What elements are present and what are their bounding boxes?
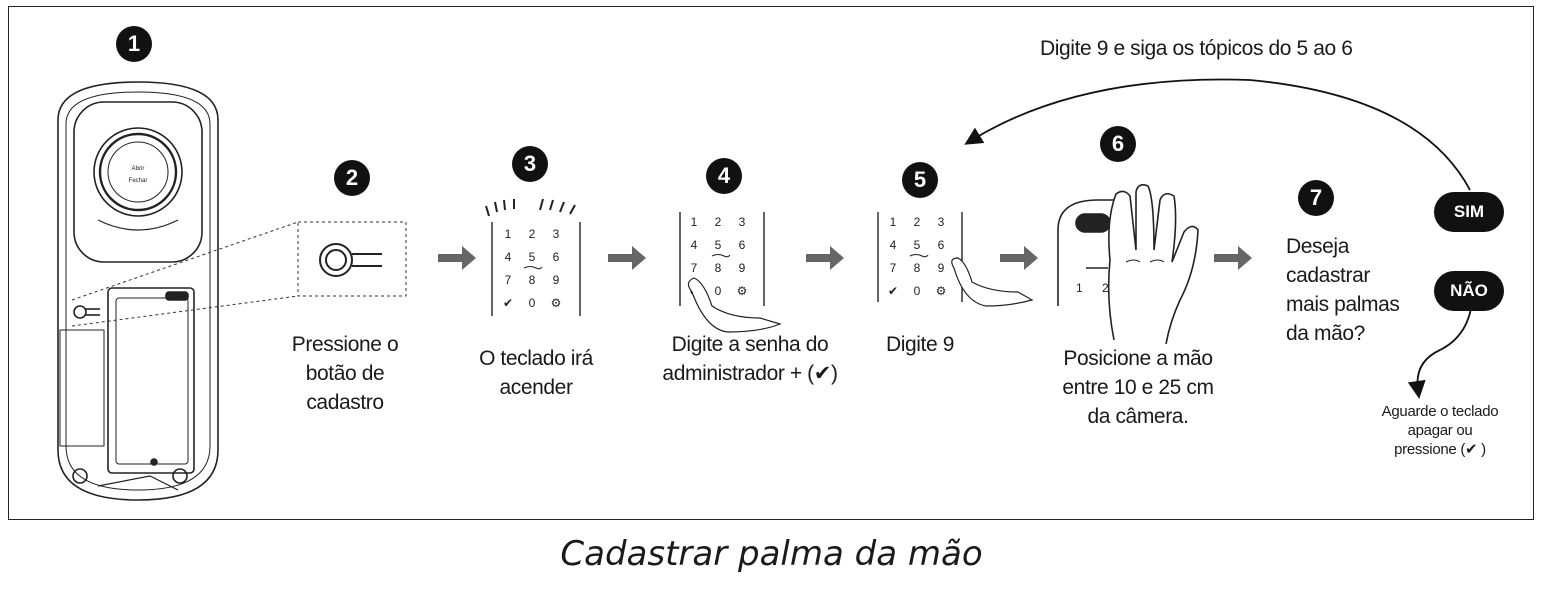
no-outcome-line-3: pressione (✔ ): [1394, 441, 1486, 458]
step-6-badge: 6: [1100, 126, 1136, 162]
no-outcome-text: Aguarde o teclado apagar ou pressione (✔…: [1370, 402, 1510, 459]
step-7-badge: 7: [1298, 180, 1334, 216]
step-7-line-1: Deseja: [1286, 235, 1349, 258]
palm-scan-illustration: [1057, 184, 1199, 345]
keypad-key: 2: [529, 227, 536, 241]
finger-pointer-icons: [523, 253, 929, 270]
yes-pill: SIM: [1434, 192, 1504, 232]
keypad-key: ⚙: [936, 284, 947, 298]
keypad-key: 8: [529, 273, 536, 287]
step-5-caption: Digite 9: [860, 330, 980, 359]
keypad-key: 5: [914, 238, 921, 252]
keypad-step-3: 1 2 3 4 5 6 7 8 9 ✔ 0 ⚙: [503, 227, 561, 310]
keypad-key: 3: [739, 215, 746, 229]
step-3-line-2: acender: [499, 376, 573, 399]
step-2-line-1: Pressione o: [291, 333, 399, 356]
decision-arrows: [964, 78, 1473, 399]
keypad-key: 5: [715, 238, 722, 252]
step-7-line-3: mais palmas: [1286, 293, 1400, 316]
lock-knob-label-close: Fechar: [129, 178, 148, 184]
keypad-key: 1: [691, 215, 698, 229]
step-2-line-2: botão de: [305, 362, 385, 385]
no-outcome-line-2: apagar ou: [1407, 422, 1473, 439]
keypad-glow-rays: [485, 198, 576, 217]
step-7-line-4: da mão?: [1286, 322, 1365, 345]
step-6-line-2: entre 10 e 25 cm: [1062, 376, 1214, 399]
step-6-line-3: da câmera.: [1087, 405, 1189, 428]
keypad-key: 7: [890, 261, 897, 275]
step-2-badge: 2: [334, 160, 370, 196]
keypad-key: 8: [914, 261, 921, 275]
diagram-title: Cadastrar palma da mão: [560, 534, 983, 574]
no-pill: NÃO: [1434, 271, 1504, 311]
keypad-key: ✔: [888, 284, 898, 298]
step-5-line-1: Digite 9: [885, 333, 954, 356]
keypad-key: 0: [529, 296, 536, 310]
step-6-caption: Posicione a mão entre 10 e 25 cm da câme…: [1040, 344, 1236, 431]
step-4-badge: 4: [706, 158, 742, 194]
keypad-key: 2: [715, 215, 722, 229]
keypad-key: 8: [715, 261, 722, 275]
keypad-key: 9: [553, 273, 560, 287]
keypad-key: ⚙: [551, 296, 562, 310]
keypad-key: 0: [914, 284, 921, 298]
diagram-frame: [8, 6, 1534, 520]
palm-device-key-1: 1: [1076, 281, 1083, 295]
keypad-key: 3: [938, 215, 945, 229]
registration-button-icon: [319, 243, 382, 277]
keypad-key: ⚙: [737, 284, 748, 298]
finger-press-illustrations: [687, 257, 1034, 333]
no-outcome-line-1: Aguarde o teclado: [1381, 403, 1499, 420]
keypad-key: 4: [890, 238, 897, 252]
keypad-key: ✔: [503, 296, 513, 310]
step-3-line-1: O teclado irá: [479, 347, 593, 370]
step-4-caption: Digite a senha do administrador + (✔): [640, 330, 860, 388]
step-1-badge: 1: [116, 26, 152, 62]
palm-device-key-2: 2: [1102, 281, 1109, 295]
keypad-key: 6: [553, 250, 560, 264]
step-2-line-3: cadastro: [306, 391, 384, 414]
keypad-key: 0: [715, 284, 722, 298]
step-7-line-2: cadastrar: [1286, 264, 1370, 287]
keypad-key: 9: [739, 261, 746, 275]
step-3-badge: 3: [512, 146, 548, 182]
step-3-caption: O teclado irá acender: [456, 344, 616, 402]
process-arrows: [438, 246, 1252, 270]
keypad-key: 4: [505, 250, 512, 264]
step-6-line-1: Posicione a mão: [1063, 347, 1213, 370]
keypad-key: 4: [691, 238, 698, 252]
lock-knob-label-open: Abrir: [132, 166, 145, 172]
keypad-key: 9: [938, 261, 945, 275]
keypad-key: 2: [914, 215, 921, 229]
keypad-key: 7: [505, 273, 512, 287]
step-5-badge: 5: [902, 162, 938, 198]
keypad-key: 5: [529, 250, 536, 264]
keypad-step-5: 1 2 3 4 5 6 7 8 9 ✔ 0 ⚙: [888, 215, 946, 298]
keypad-key: 7: [691, 261, 698, 275]
keypad-key: 1: [505, 227, 512, 241]
step-4-line-1: Digite a senha do: [671, 333, 829, 356]
step-2-caption: Pressione o botão de cadastro: [270, 330, 420, 417]
smart-lock-illustration: [57, 81, 219, 501]
keypad-key: 3: [553, 227, 560, 241]
zoom-callout: [71, 221, 407, 327]
keypad-key: 6: [938, 238, 945, 252]
step-4-line-2: administrador + (✔): [662, 362, 838, 385]
step-7-question: Deseja cadastrar mais palmas da mão?: [1286, 232, 1400, 348]
keypad-key: 1: [890, 215, 897, 229]
keypad-key: 6: [739, 238, 746, 252]
loop-note: Digite 9 e siga os tópicos do 5 ao 6: [1040, 37, 1353, 60]
